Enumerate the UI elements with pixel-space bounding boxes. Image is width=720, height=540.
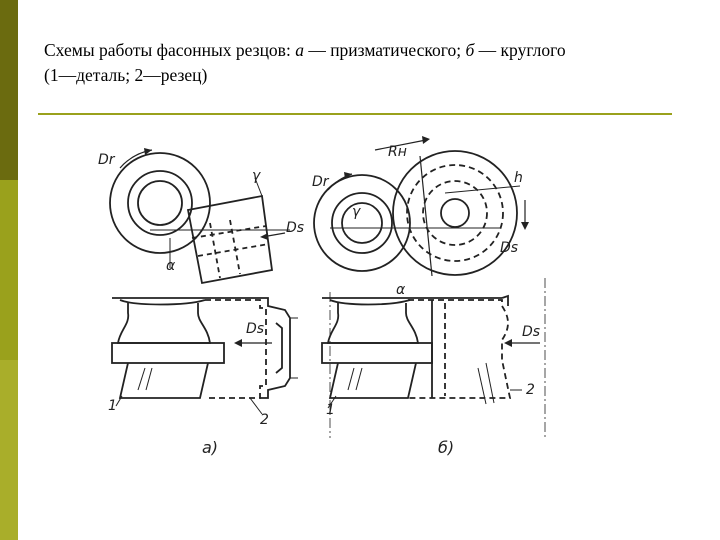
title-divider [38,113,672,115]
label-1-a: 1 [108,398,117,414]
diagram-svg: Dr γ Ds α Ds 1 2 a) Dr Rн h γ α Ds Ds 1 … [98,136,546,457]
label-alpha-a: α [166,258,176,274]
scheme-a-top-view [109,148,290,285]
sidebar-band-light [0,360,18,540]
sidebar-band-dark [0,0,18,180]
slide-title: Схемы работы фасонных резцов: а — призма… [44,38,694,88]
title-text-3: — круглого [474,40,566,60]
scheme-b-side-view [321,278,546,438]
label-1-b: 1 [326,402,335,418]
label-alpha-b: α [396,282,406,298]
label-gamma-b: γ [352,204,361,220]
title-line-2: (1—деталь; 2—резец) [44,65,208,85]
label-dr-b: Dr [312,174,330,190]
scheme-a-side-view [111,297,298,415]
label-scheme-a: a) [202,438,218,457]
label-scheme-b: б) [438,438,454,457]
title-letter-b: б [465,40,475,60]
title-text-2: — призматического; [303,40,466,60]
label-ds-a-top: Ds [286,220,304,236]
label-rn: Rн [388,144,407,160]
label-2-b: 2 [526,382,535,398]
label-2-a: 2 [260,412,269,428]
label-ds-a-bottom: Ds [246,321,264,337]
title-letter-a: а [295,40,304,60]
cutter-diagram: Dr γ Ds α Ds 1 2 a) Dr Rн h γ α Ds Ds 1 … [90,128,560,473]
sidebar-band-middle [0,180,18,360]
label-dr-a: Dr [98,152,116,168]
label-ds-b-top: Ds [500,240,518,256]
label-ds-b-bottom: Ds [522,324,540,340]
label-h: h [514,170,523,186]
scheme-b-top-view [313,136,529,277]
label-gamma-a: γ [252,168,261,184]
title-text-1: Схемы работы фасонных резцов: [44,40,296,60]
